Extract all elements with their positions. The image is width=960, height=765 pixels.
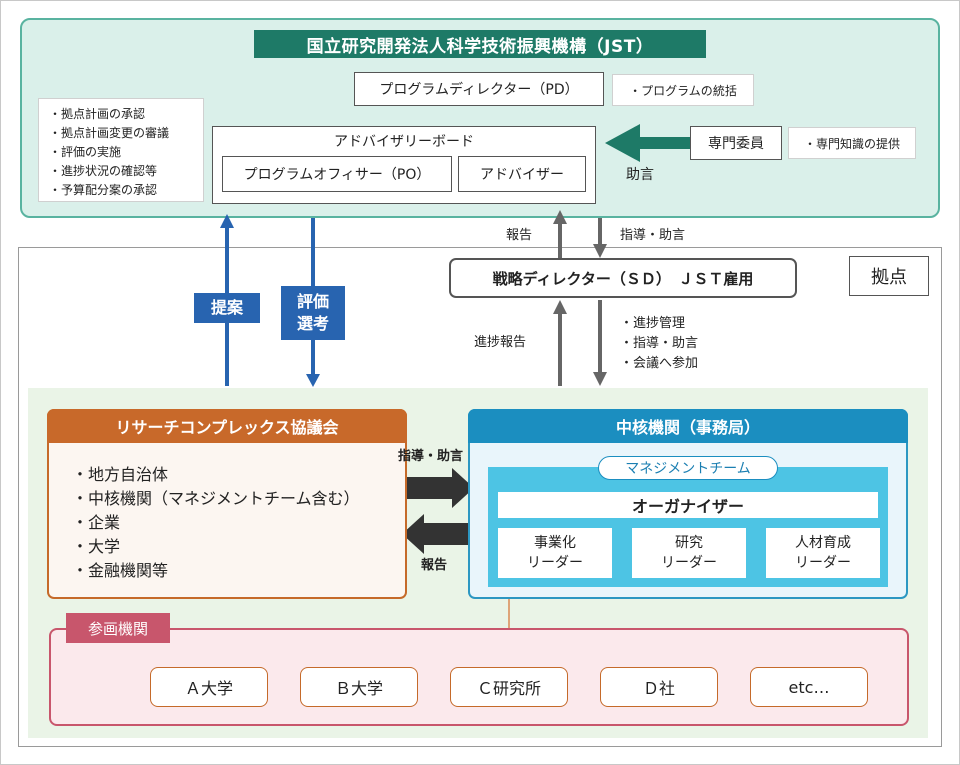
guidance-right-arrow [400,468,474,508]
advice-arrow [605,124,690,162]
sd-box: 戦略ディレクター（ＳＤ） ＪＳＴ雇用 [449,258,797,298]
pd-box: プログラムディレクター（PD） [354,72,604,106]
advice-label: 助言 [626,167,654,183]
expert-box: 専門委員 [690,126,782,160]
duty-item: ・評価の実施 [49,145,122,159]
hyoka-label-line1: 評価 [296,292,329,311]
hyoka-label-line2: 選考 [296,314,329,333]
sd-role-item: ・会議へ参加 [620,356,699,371]
leader-line1: 研究 [675,535,703,551]
management-team-label: マネジメントチーム [598,456,778,480]
leader-line2: リーダー [795,555,851,571]
kyoten-label: 拠点 [849,256,929,296]
duty-item: ・拠点計画変更の審議 [49,126,170,140]
participant-item: Ｃ研究所 [450,667,568,707]
duty-item: ・進捗状況の確認等 [49,164,158,178]
leader-research: 研究 リーダー [632,528,746,578]
progress-up-head [553,300,567,314]
jst-duties-list: ・拠点計画の承認 ・拠点計画変更の審議 ・評価の実施 ・進捗状況の確認等 ・予算… [38,98,204,202]
duty-item: ・拠点計画の承認 [49,107,146,121]
report-left-arrow [402,514,474,554]
rc-member-item: ・大学 [72,537,121,556]
rc-title: リサーチコンプレックス協議会 [47,409,407,443]
participant-item: etc… [750,667,868,707]
rc-member-list: ・地方自治体 ・中核機関（マネジメントチーム含む） ・企業 ・大学 ・金融機関等 [72,463,360,583]
adviser-box: アドバイザー [458,156,586,192]
teian-arrow-head [220,214,234,228]
advisory-board-title: アドバイザリーボード [334,134,474,150]
guide-down-label: 指導・助言 [620,228,686,243]
po-box: プログラムオフィサー（PO） [222,156,452,192]
report-label: 報告 [421,558,448,573]
leader-hr: 人材育成 リーダー [766,528,880,578]
leader-line1: 事業化 [534,535,576,551]
core-title: 中核機関（事務局） [468,409,908,443]
rc-member-item: ・企業 [72,513,121,532]
leader-business: 事業化 リーダー [498,528,612,578]
rc-member-item: ・金融機関等 [72,561,169,580]
hyoka-label: 評価 選考 [281,286,345,340]
leader-line2: リーダー [527,555,583,571]
guide-down-head [593,244,607,258]
jst-title: 国立研究開発法人科学技術振興機構（JST） [254,30,706,58]
sd-roles-list: ・進捗管理 ・指導・助言 ・会議へ参加 [620,314,698,374]
report-up-label: 報告 [506,228,533,243]
participant-item: Ｂ大学 [300,667,418,707]
leader-line1: 人材育成 [795,535,851,551]
sd-down-head [593,372,607,386]
participant-item: Ａ大学 [150,667,268,707]
participant-item: Ｄ社 [600,667,718,707]
hyoka-arrow-head [306,374,320,387]
sd-role-item: ・進捗管理 [620,316,686,331]
organizer-box: オーガナイザー [498,492,878,518]
guidance-label: 指導・助言 [398,449,464,464]
rc-member-item: ・地方自治体 [72,465,169,484]
sd-role-item: ・指導・助言 [620,336,699,351]
expert-note: ・専門知識の提供 [788,127,916,159]
report-up-head [553,210,567,224]
teian-label: 提案 [194,293,260,323]
rc-member-item: ・中核機関（マネジメントチーム含む） [72,489,360,508]
leader-line2: リーダー [661,555,717,571]
participants-label: 参画機関 [66,613,170,643]
progress-report-label: 進捗報告 [474,335,527,350]
pd-note: ・プログラムの統括 [612,74,754,106]
duty-item: ・予算配分案の承認 [49,183,158,197]
